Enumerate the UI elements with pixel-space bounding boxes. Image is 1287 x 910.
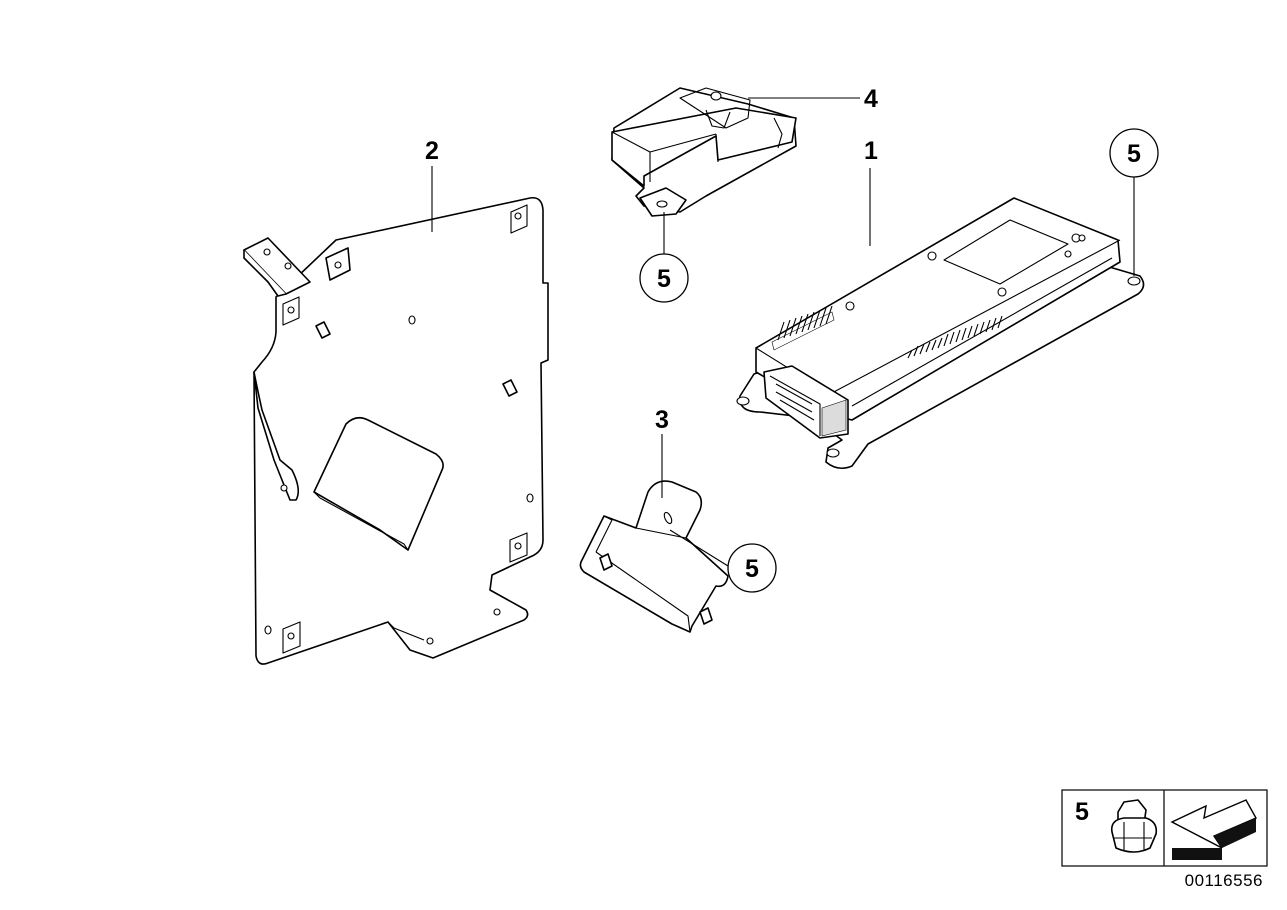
callout-1: 1 [864,137,878,165]
callout-5-module: 5 [639,253,689,303]
document-number: 00116556 [1185,871,1263,890]
part-1-main-control-unit [736,197,1145,470]
legend-item-number: 5 [1075,798,1089,826]
callout-5-unit: 5 [1109,128,1159,178]
part-2-mounting-bracket [243,196,549,665]
part-3-angle-bracket [579,480,729,633]
callout-5-bracket: 5 [727,543,777,593]
callout-3: 3 [655,406,669,434]
hex-nut-icon [1110,799,1158,853]
callout-5-bracket-label: 5 [745,555,759,583]
leader-lines [431,97,1135,567]
parts-legend: 5 [1061,789,1268,867]
direction-arrow-icon [1170,799,1257,860]
callout-4: 4 [864,85,878,113]
callout-2: 2 [425,137,439,165]
vent-grille-right [907,315,1003,359]
part-4-control-module [611,87,797,217]
vent-grille-left [771,305,835,351]
callout-5-module-label: 5 [657,265,671,293]
callout-5-unit-label: 5 [1127,140,1141,168]
